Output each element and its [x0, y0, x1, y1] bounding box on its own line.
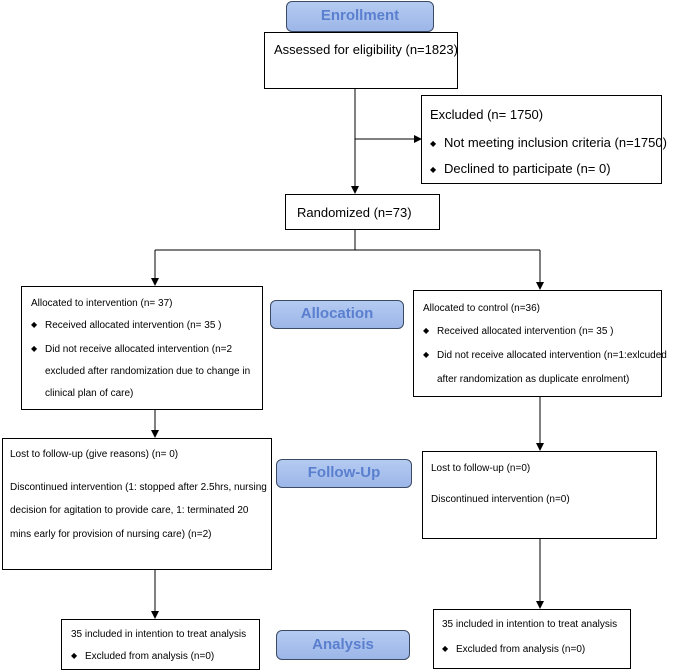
control-lost-text: Lost to follow-up (n=0) [431, 463, 531, 474]
randomized-text: Randomized (n=73) [297, 205, 412, 220]
control-allocation-box: Allocated to control (n=36) ◆Received al… [413, 290, 667, 397]
diamond-bullet-icon: ◆ [423, 326, 430, 335]
assessed-text: Assessed for eligibility (n=1823) [274, 42, 458, 57]
control-received-item: ◆Received allocated intervention (n= 35 … [423, 326, 614, 337]
intervention-discontinued-line: decision for agitation to provide care, … [10, 505, 249, 516]
control-not-received-item: ◆Did not receive allocated intervention … [423, 350, 667, 361]
control-excluded-analysis-item: ◆Excluded from analysis (n=0) [442, 644, 586, 655]
control-allocated-text: Allocated to control (n=36) [423, 303, 541, 314]
phase-label-followup: Follow-Up [276, 459, 412, 488]
excluded-box: Excluded (n= 1750) ◆Not meeting inclusio… [421, 95, 667, 184]
control-analysis-box: 35 included in intention to treat analys… [433, 609, 631, 669]
control-discontinued-text: Discontinued intervention (n=0) [431, 494, 570, 505]
randomized-box: Randomized (n=73) [285, 194, 440, 230]
phase-label-enrollment: Enrollment [286, 1, 434, 32]
diamond-bullet-icon: ◆ [31, 320, 38, 329]
intervention-followup-box: Lost to follow-up (give reasons) (n= 0) … [2, 438, 272, 570]
excluded-title: Excluded (n= 1750) [430, 107, 544, 122]
diamond-bullet-icon: ◆ [430, 165, 437, 174]
control-analysed-text: 35 included in intention to treat analys… [442, 619, 618, 630]
diamond-bullet-icon: ◆ [31, 344, 38, 353]
phase-label-allocation: Allocation [270, 300, 404, 329]
excluded-item: ◆Declined to participate (n= 0) [430, 161, 611, 176]
intervention-discontinued-line: mins early for provision of nursing care… [10, 529, 212, 540]
control-followup-box: Lost to follow-up (n=0) Discontinued int… [422, 451, 657, 539]
intervention-lost-text: Lost to follow-up (give reasons) (n= 0) [10, 449, 179, 460]
intervention-analysis-box: 35 included in intention to treat analys… [61, 619, 260, 670]
assessed-box: Assessed for eligibility (n=1823) [264, 32, 458, 89]
diamond-bullet-icon: ◆ [442, 644, 449, 653]
excluded-item: ◆Not meeting inclusion criteria (n=1750) [430, 135, 667, 150]
control-not-received-line: after randomization as duplicate enrolme… [437, 374, 630, 385]
diamond-bullet-icon: ◆ [430, 139, 437, 148]
intervention-excluded-analysis-item: ◆Excluded from analysis (n=0) [71, 651, 215, 662]
phase-label-analysis: Analysis [276, 630, 410, 660]
diamond-bullet-icon: ◆ [71, 651, 78, 660]
intervention-allocation-box: Allocated to intervention (n= 37) ◆Recei… [21, 286, 263, 410]
intervention-allocated-text: Allocated to intervention (n= 37) [31, 298, 173, 309]
intervention-not-received-line: clinical plan of care) [45, 388, 134, 399]
intervention-received-item: ◆Received allocated intervention (n= 35 … [31, 320, 222, 331]
intervention-not-received-line: excluded after randomization due to chan… [45, 366, 251, 377]
diamond-bullet-icon: ◆ [423, 350, 430, 359]
intervention-discontinued-line: Discontinued intervention (1: stopped af… [10, 482, 267, 493]
intervention-not-received-item: ◆Did not receive allocated intervention … [31, 344, 233, 355]
intervention-analysed-text: 35 included in intention to treat analys… [71, 629, 247, 640]
